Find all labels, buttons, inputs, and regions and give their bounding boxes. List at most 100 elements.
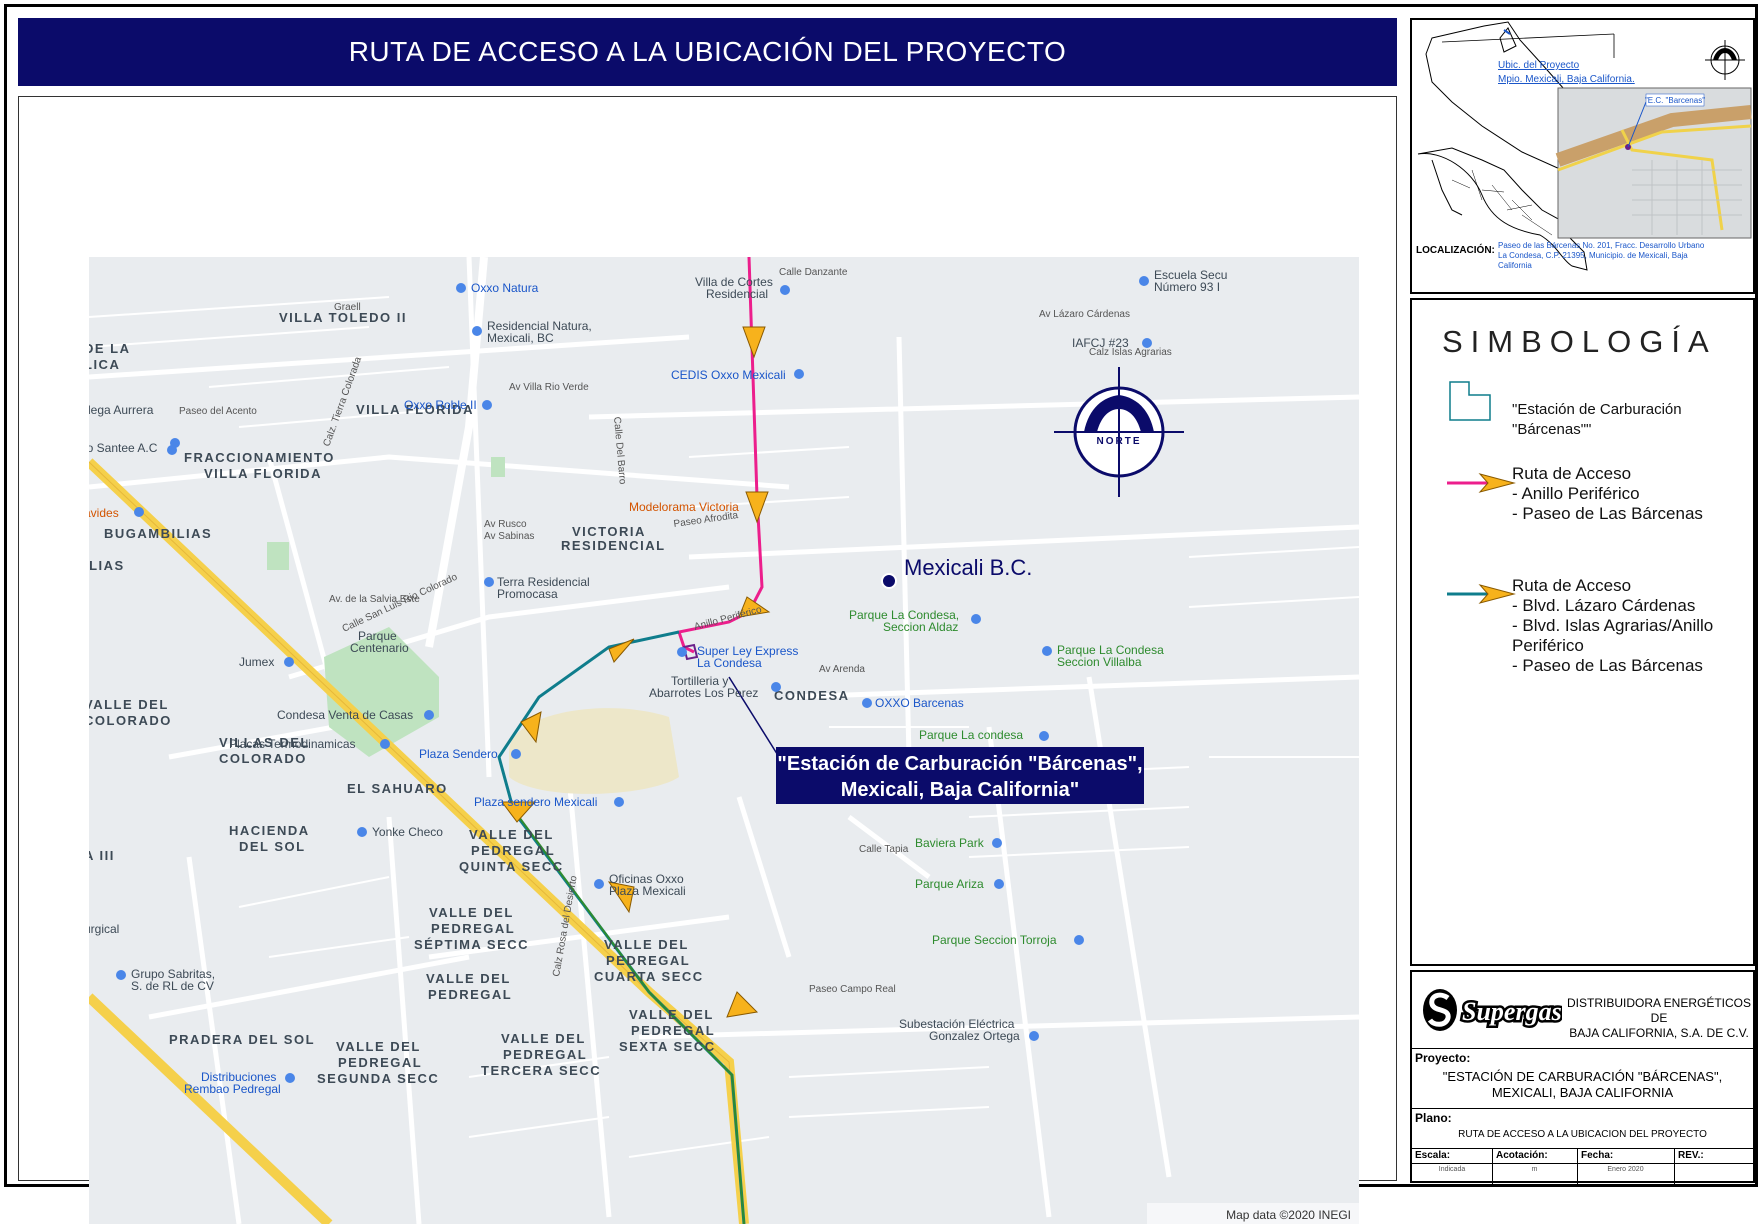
street-label: Calz Islas Agrarias: [1089, 347, 1172, 358]
district-label: TERCERA SECC: [481, 1063, 601, 1078]
district-label: VALLE DEL: [604, 937, 689, 952]
poi-label: Yonke Checo: [372, 825, 443, 839]
district-label: DEL SOL: [239, 839, 306, 854]
plano-value: RUTA DE ACCESO A LA UBICACION DEL PROYEC…: [1458, 1129, 1707, 1140]
poi-label: Residencial Natura,: [487, 319, 592, 333]
route-map[interactable]: Mexicali B.C. NORTE VILLA TOLEDO II VILL…: [89, 257, 1359, 1224]
address-line: Paseo de las Bárcenas No. 201, Fracc. De…: [1498, 241, 1705, 250]
poi-label: Plaza Sendero: [419, 747, 498, 761]
street-label: Calle Danzante: [779, 267, 848, 278]
poi-label: Oxxo Natura: [471, 281, 539, 295]
poi-label: Gonzalez Ortega: [929, 1029, 1020, 1043]
park-centenario: [324, 627, 439, 757]
location-line2: Mpio. Mexicali, Baja California.: [1498, 74, 1635, 85]
route-arrows: [501, 326, 771, 1018]
poi-label: Parque La Condesa: [1057, 643, 1164, 657]
poi-labels: Oxxo Natura Residencial Natura, Mexicali…: [89, 268, 1227, 1096]
district-label: VILLAS DEL: [219, 735, 310, 750]
district-label: DE LA: [89, 341, 131, 356]
poi-label: Seccion Villalba: [1057, 655, 1142, 669]
poi-label: Residencial: [706, 287, 768, 301]
route-arrow-icon: [1478, 473, 1516, 493]
district-label: VALLE DEL: [429, 905, 514, 920]
legend-line: - Blvd. Lázaro Cárdenas: [1512, 596, 1696, 615]
acotacion-value: m: [1531, 1166, 1538, 1173]
poi-label: Seccion Aldaz: [883, 620, 958, 634]
district-labels: VILLA TOLEDO II VILLA FLORIDA FRACCIONAM…: [89, 310, 850, 1086]
poi-label: io Santee A.C: [89, 441, 158, 455]
street-label: Calle Tapia: [859, 844, 909, 855]
legend-line: Ruta de Acceso: [1512, 576, 1632, 595]
poi-label: Terra Residencial: [497, 575, 590, 589]
poi-label: S. de RL de CV: [131, 979, 214, 993]
district-label: VALLE DEL: [426, 971, 511, 986]
poi-pin-icon: [116, 276, 1152, 1083]
proyecto-line: "ESTACIÓN DE CARBURACIÓN "BÁRCENAS",: [1442, 1069, 1723, 1084]
location-line1: Ubic. del Proyecto: [1498, 60, 1580, 71]
map-attribution: Map data ©2020 INEGI: [1226, 1208, 1351, 1222]
escala-label: Escala:: [1415, 1150, 1451, 1161]
logo-text: Supergas: [1462, 997, 1562, 1026]
callout-line: "Estación de Carburación "Bárcenas",: [777, 753, 1142, 775]
district-label: PEDREGAL: [606, 953, 690, 968]
district-label: VALLE DEL: [629, 1007, 714, 1022]
poi-label: Subestación Eléctrica: [899, 1017, 1015, 1031]
street-label: Paseo Campo Real: [809, 984, 896, 995]
district-label: BUGAMBILIAS: [104, 526, 212, 541]
poi-label: OXXO Barcenas: [875, 696, 964, 710]
poi-label: Promocasa: [497, 587, 558, 601]
minor-streets: [89, 296, 1359, 1158]
district-label: PEDREGAL: [471, 843, 555, 858]
street-label: Av. de la Salvia Este: [329, 594, 420, 605]
north-arrow-icon: NORTE: [1054, 367, 1184, 497]
poi-label: CEDIS Oxxo Mexicali: [671, 368, 786, 382]
poi-label: Distribuciones: [201, 1070, 276, 1084]
poi-label: Número 93 I: [1154, 280, 1220, 294]
acotacion-label: Acotación:: [1496, 1150, 1548, 1161]
supergas-logo-icon: Supergas: [1423, 989, 1564, 1031]
district-label: SÉPTIMA SECC: [414, 937, 529, 952]
district-label: CONDESA: [774, 688, 850, 703]
poi-label: Mexicali, BC: [487, 331, 554, 345]
park-area: [267, 542, 289, 570]
proyecto-line: MEXICALI, BAJA CALIFORNIA: [1491, 1085, 1674, 1100]
district-label: SEXTA SECC: [619, 1039, 716, 1054]
poi-label: Grupo Sabritas,: [131, 967, 215, 981]
legend-line: - Blvd. Islas Agrarias/Anillo: [1512, 616, 1714, 635]
company-name: DISTRIBUIDORA ENERGÉTICOS DE BAJA CALIFO…: [1564, 996, 1754, 1041]
station-symbol-icon: [1449, 381, 1491, 421]
poi-label: Villa de Cortes: [695, 275, 773, 289]
district-label: A III: [89, 848, 115, 863]
station-callout: "Estación de Carburación "Bárcenas", Mex…: [776, 747, 1144, 804]
street-label: Av Rusco: [484, 519, 527, 530]
city-label: Mexicali B.C.: [904, 555, 1032, 580]
district-label: VILLA FLORIDA: [204, 466, 322, 481]
poi-label: IAFCJ #23: [1072, 336, 1129, 350]
district-label: SEGUNDA SECC: [317, 1071, 439, 1086]
district-label: PEDREGAL: [431, 921, 515, 936]
poi-label: Rembao Pedregal: [184, 1082, 281, 1096]
legend-line: Ruta de Acceso: [1512, 464, 1632, 483]
inset-label: "E.C. "Barcenas": [1645, 96, 1705, 105]
poi-label: Baviera Park: [915, 836, 985, 850]
leader-line: [1441, 33, 1615, 43]
poi-label: Parque La Condesa,: [849, 608, 959, 622]
legend-line: - Anillo Periférico: [1512, 484, 1640, 503]
poi-label: Parque Seccion Torroja: [932, 933, 1057, 947]
plaza-sendero-area: [509, 708, 679, 794]
meta-row: Escala: Acotación: Fecha: REV.: Indicada…: [1412, 1148, 1753, 1184]
symbology-heading: SIMBOLOGÍA: [1442, 324, 1717, 359]
legend-line: - Paseo de Las Bárcenas: [1512, 504, 1703, 523]
city-marker: [881, 573, 897, 589]
north-label: NORTE: [1097, 436, 1142, 447]
poi-label: Placas Termodinamicas: [229, 737, 356, 751]
title-block: Supergas DISTRIBUIDORA ENERGÉTICOS DE BA…: [1410, 970, 1755, 1184]
district-label: HACIENDA: [229, 823, 310, 838]
route1-legend: Ruta de Acceso - Anillo Periférico - Pas…: [1512, 464, 1703, 524]
district-label: PRADERA DEL SOL: [169, 1032, 315, 1047]
project-marker: [1503, 29, 1511, 35]
highway-south: [89, 993, 333, 1224]
route2-legend: Ruta de Acceso - Blvd. Lázaro Cárdenas -…: [1512, 576, 1713, 676]
district-label: VALLE DEL: [89, 697, 169, 712]
